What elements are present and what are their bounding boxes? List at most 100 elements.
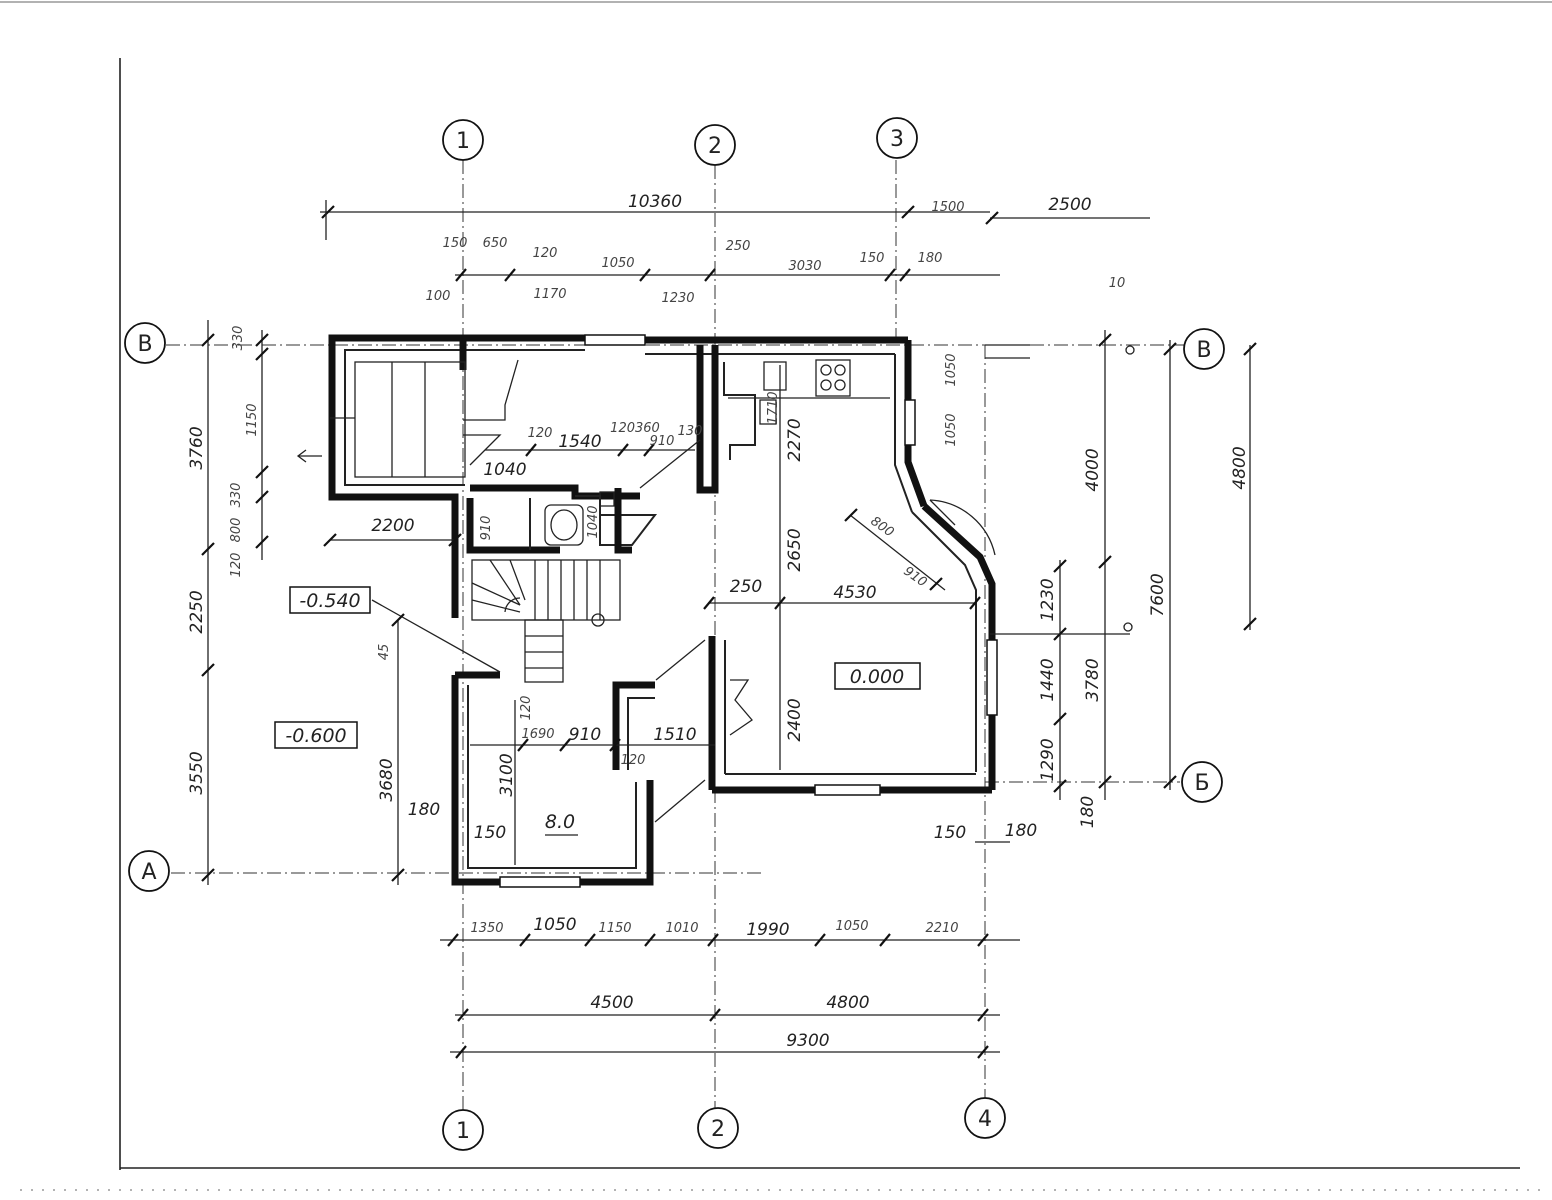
dim-bottom-chain-5: 1050 [835, 919, 868, 934]
bottom-dimension-lines [440, 933, 1020, 1059]
dim-right-total-c: 4800 [1230, 446, 1250, 489]
dim-top-right-b: 2500 [1048, 195, 1091, 215]
interior-walls [296, 338, 756, 554]
axis-bubble-right-b: Б [1181, 761, 1223, 803]
dim-bottom-left: 4500 [590, 993, 633, 1013]
level-stair-text: -0.540 [299, 590, 360, 612]
dim-left-small-c: 120 [229, 553, 244, 578]
windows [499, 334, 998, 888]
dim-bottom-chain-6: 2210 [925, 921, 958, 936]
dim-bottom-chain-4: 1990 [746, 920, 789, 940]
dim-bottom-overall: 9300 [786, 1031, 829, 1051]
axis-bubble-left-a: А [128, 850, 170, 892]
dim-2200: 2200 [371, 516, 414, 536]
dim-left-mid-seg: 1150 [245, 403, 260, 436]
axis-label: 1 [456, 129, 470, 154]
dim-right-total-a: 4000 [1083, 448, 1103, 491]
dim-int-150: 150 [474, 823, 506, 843]
level-mark-ground: 0.000 [834, 662, 921, 690]
level-ground-text: 0.000 [850, 666, 904, 688]
dim-int-130: 130 [678, 424, 703, 439]
axis-label: 4 [978, 1107, 992, 1132]
leader-lines [371, 439, 753, 823]
dim-int-910: 910 [650, 434, 675, 449]
left-dimension-lines [201, 320, 462, 885]
dim-chain-3: 1050 [601, 256, 634, 271]
dim-right-seg-c: 1230 [1038, 578, 1058, 621]
dim-right-seg-a: 1050 [944, 353, 959, 386]
dim-int-120b: 120 [519, 696, 534, 721]
dim-chain-1: 650 [483, 236, 508, 251]
dim-left-small-a: 330 [229, 483, 244, 508]
dim-int-910c: 910 [901, 564, 930, 591]
dim-bottom-chain-0: 1350 [470, 921, 503, 936]
dim-left-small-b: 800 [229, 518, 244, 543]
dim-right-seg-d: 1440 [1038, 658, 1058, 701]
dim-lower-0: 100 [426, 289, 451, 304]
dim-int-120: 120 [528, 426, 553, 441]
dim-lower-1: 1170 [533, 287, 566, 302]
dim-int-4530: 4530 [833, 583, 876, 603]
dim-right-total-b: 7600 [1148, 573, 1168, 616]
dim-right-bottom-a: 150 [934, 823, 966, 843]
dim-left-bottom: 3550 [187, 751, 207, 794]
dim-chain-4: 250 [726, 239, 751, 254]
axis-label: 2 [711, 1117, 725, 1142]
dim-int-910b: 910 [479, 516, 494, 541]
dim-chain-6: 150 [860, 251, 885, 266]
dim-chain-7: 180 [918, 251, 943, 266]
dim-int-1040b: 1040 [586, 505, 601, 538]
right-dimension-lines [975, 330, 1257, 843]
level-mark-stair: -0.540 [289, 586, 371, 614]
axis-bubble-top-3: 3 [876, 117, 918, 159]
dim-int-2400: 2400 [785, 698, 805, 741]
dim-int-910d: 910 [569, 725, 601, 745]
dim-right-seg-g: 180 [1078, 796, 1098, 828]
axis-label: Б [1194, 771, 1209, 796]
axis-bubble-right-v: В [1183, 328, 1225, 370]
interior-dimension-lines [470, 365, 981, 865]
dim-lower-2: 1230 [661, 291, 694, 306]
axis-label: А [141, 860, 156, 885]
bay-door-swing [929, 499, 996, 556]
dim-int-3100: 3100 [497, 753, 517, 796]
axis-label: 3 [890, 127, 904, 152]
dim-right-seg-b: 1050 [944, 413, 959, 446]
axis-label: 2 [708, 134, 722, 159]
kitchen-stove [728, 359, 890, 425]
dim-int-1710: 1710 [766, 391, 781, 424]
dim-int-2270: 2270 [785, 418, 805, 461]
axis-bubble-bottom-2: 2 [697, 1107, 739, 1149]
axis-bubble-top-1: 1 [442, 119, 484, 161]
axis-label: В [137, 332, 152, 357]
dim-int-2650: 2650 [785, 528, 805, 571]
dim-corner-note: 10 [1109, 276, 1126, 291]
dim-int-250: 250 [730, 577, 762, 597]
level-outside-text: -0.600 [285, 725, 346, 747]
dim-int-1040: 1040 [483, 460, 526, 480]
dim-left-inner-top: 45 [377, 644, 392, 661]
dim-left-middle: 2250 [187, 590, 207, 633]
dim-chain-5: 3030 [788, 259, 821, 274]
dim-chain-0: 150 [443, 236, 468, 251]
dim-right-bottom-b: 180 [1005, 821, 1037, 841]
axis-label: В [1196, 338, 1211, 363]
toilet-fixture [544, 491, 615, 546]
dim-left-inner-total: 3680 [377, 758, 397, 801]
dim-bottom-chain-2: 1150 [598, 921, 631, 936]
dim-int-1510: 1510 [653, 725, 696, 745]
staircase [471, 559, 621, 683]
dim-bottom-chain-3: 1010 [665, 921, 698, 936]
dim-int-1540: 1540 [558, 432, 601, 452]
dim-int-120360: 120360 [610, 421, 660, 436]
dim-top-right-a: 1500 [931, 200, 964, 215]
dim-int-1690: 1690 [521, 727, 554, 742]
dim-overall-top: 10360 [628, 192, 682, 212]
axis-bubble-bottom-4: 4 [964, 1097, 1006, 1139]
room-label: 8.0 [545, 811, 575, 833]
dim-left-top-seg: 330 [231, 326, 246, 351]
dim-int-800: 800 [868, 514, 897, 541]
dim-left-inner-small: 180 [408, 800, 440, 820]
dim-int-120c: 120 [621, 753, 646, 768]
